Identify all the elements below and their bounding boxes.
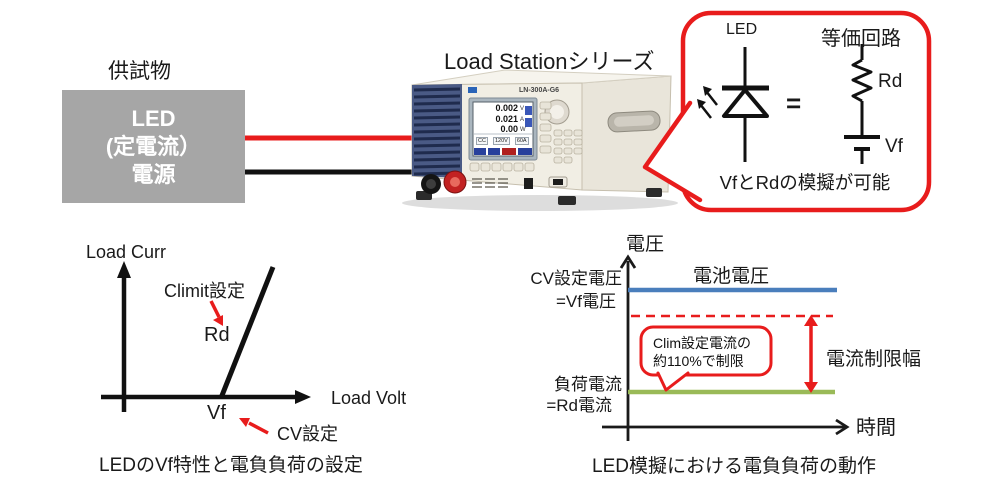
test-object-title: 供試物	[108, 60, 171, 83]
softkey-button	[525, 106, 532, 115]
callout-caption: VfとRdの模擬が可能	[719, 172, 891, 193]
time-chart-y-label: 電圧	[626, 234, 665, 255]
screen-range-v: 120V	[492, 137, 510, 145]
limit-range-arrowhead-top-icon	[804, 315, 818, 326]
dut-line2: (定電流）	[105, 133, 202, 159]
dut-line1: LED	[131, 105, 176, 131]
function-keys	[539, 101, 552, 154]
screen-measurements: 0.002 0.021 0.00	[474, 103, 518, 135]
x-axis-arrowhead-icon	[835, 418, 850, 436]
front-buttons	[469, 162, 535, 172]
softkey-button	[525, 118, 532, 127]
brand-logo	[468, 87, 477, 93]
load-current-label-line1: 負荷電流	[554, 375, 622, 394]
screen-mode: CC	[476, 137, 488, 145]
callout-vf-label: Vf	[885, 136, 903, 157]
device-model-label: LN-300A-G6	[519, 87, 560, 94]
clim-callout-line2: 約110%で制限	[653, 353, 744, 369]
vf-chart-y-label: Load Curr	[86, 242, 167, 262]
vf-chart-x-label: Load Volt	[331, 388, 407, 408]
positive-terminal-cap	[450, 177, 460, 187]
carry-handle-grip	[614, 115, 654, 127]
vi-curve	[218, 266, 276, 399]
x-axis-arrowhead-icon	[295, 390, 311, 404]
cv-label: CV設定	[277, 424, 339, 444]
rd-label: Rd	[204, 324, 230, 346]
device-shadow	[402, 195, 678, 211]
led-symbol-icon	[697, 47, 769, 162]
climit-arrowhead-icon	[213, 315, 223, 326]
screen-volt-value: 0.002	[495, 103, 518, 113]
callout-equiv-label: 等価回路	[821, 28, 901, 50]
time-chart-x-label: 時間	[856, 417, 896, 439]
equivalent-circuit-icon	[844, 44, 880, 164]
load-current-label-line2: =Rd電流	[546, 396, 612, 415]
power-switch-rocker	[553, 179, 563, 185]
time-chart-caption: LED模擬における電負負荷の動作	[592, 456, 876, 477]
battery-voltage-label: 電池電圧	[693, 266, 770, 287]
screen-bottom-bar	[474, 148, 532, 155]
cv-voltage-label-line2: =Vf電圧	[556, 292, 616, 311]
vf-characteristic-chart	[101, 261, 311, 435]
usb-port	[524, 178, 533, 189]
device-foot	[558, 196, 576, 205]
screen-status-row: CC 120V 60A	[476, 137, 529, 145]
climit-label: Climit設定	[164, 281, 245, 301]
screen-units: V A W	[520, 104, 526, 136]
rotary-knob-cap	[550, 105, 564, 119]
climit-arrow	[209, 300, 221, 318]
callout-tail	[642, 100, 703, 203]
callout-led-label: LED	[726, 21, 758, 38]
numeric-keypad	[553, 129, 583, 164]
limit-range-label: 電流制限幅	[826, 349, 922, 370]
operation-chart	[602, 254, 850, 441]
screen-range-a: 60A	[514, 137, 529, 145]
cv-arrow	[248, 421, 269, 435]
limit-range-arrowhead-bottom-icon	[804, 382, 818, 393]
dut-line3: 電源	[131, 161, 176, 187]
dut-box: LED (定電流） 電源	[62, 90, 245, 203]
lower-vents	[472, 178, 508, 188]
screen-power-value: 0.00	[500, 124, 518, 134]
negative-terminal-cap	[426, 179, 436, 189]
screen-curr-value: 0.021	[495, 113, 518, 124]
vf-label: Vf	[207, 402, 226, 424]
clim-callout-tail	[656, 371, 690, 392]
y-axis-arrowhead-icon	[117, 261, 131, 278]
y-axis-arrowhead-icon	[619, 254, 637, 269]
callout-rd-label: Rd	[878, 71, 903, 92]
clim-callout-line1: Clim設定電流の	[653, 335, 751, 351]
device-foot	[646, 188, 662, 197]
cv-voltage-label-line1: CV設定電圧	[530, 269, 622, 288]
device-title: Load Stationシリーズ	[444, 49, 655, 74]
vent-slats	[413, 87, 461, 176]
screen-curr-unit: A	[520, 116, 525, 123]
display-screen	[472, 101, 534, 157]
equals-sign: =	[786, 88, 802, 118]
clim-callout-text: Clim設定電流の 約110%で制限	[653, 334, 751, 370]
vf-chart-caption: LEDのVf特性と電負負荷の設定	[99, 455, 363, 476]
screen-volt-unit: V	[520, 106, 525, 112]
screen-power-unit: W	[520, 127, 526, 133]
clim-callout-bubble	[639, 325, 773, 377]
equivalent-circuit-callout	[642, 10, 932, 213]
cv-arrowhead-icon	[239, 418, 250, 427]
